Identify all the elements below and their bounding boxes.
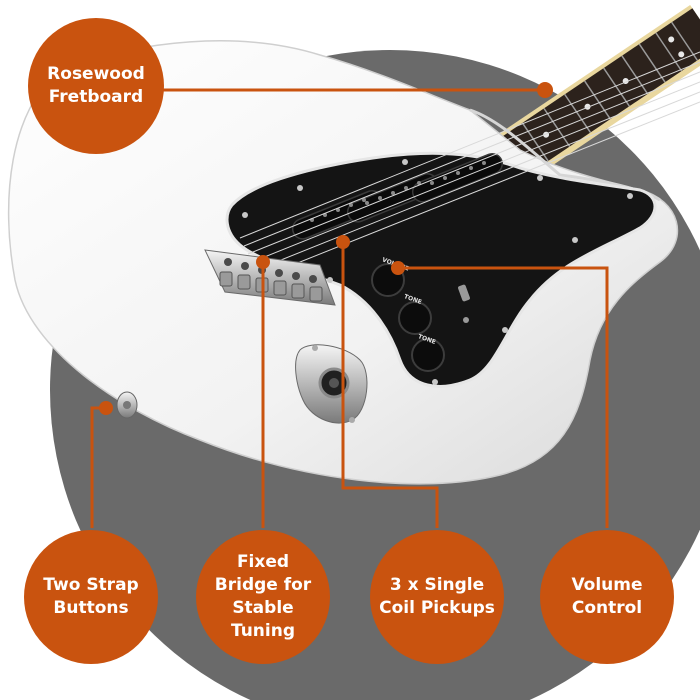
strap-button [116,391,138,419]
callout-volume: Volume Control [540,530,674,664]
callout-fretboard: Rosewood Fretboard [28,18,164,154]
tone-knob-1 [398,301,432,335]
callout-pickups-text: 3 x Single Coil Pickups [379,575,495,618]
connector-pickups [341,242,439,528]
callout-pickups: 3 x Single Coil Pickups [370,530,504,664]
callout-bridge-text: Fixed Bridge for Stable Tuning [214,552,312,641]
callout-connectors [90,88,609,528]
callout-strap-buttons: Two Strap Buttons [24,530,158,664]
pickup-neck [411,153,503,203]
pickguard-screws [242,159,633,385]
callout-bridge: Fixed Bridge for Stable Tuning [196,530,330,664]
pickup-selector [458,284,470,323]
connector-volume [398,266,609,528]
callout-anchor-dots [99,82,553,415]
tone-knob-2 [411,338,445,372]
callout-strap-buttons-text: Two Strap Buttons [43,575,139,618]
strings [239,51,700,279]
callout-volume-text: Volume Control [571,575,643,618]
output-jack [295,344,368,424]
callout-fretboard-text: Rosewood Fretboard [47,64,145,107]
